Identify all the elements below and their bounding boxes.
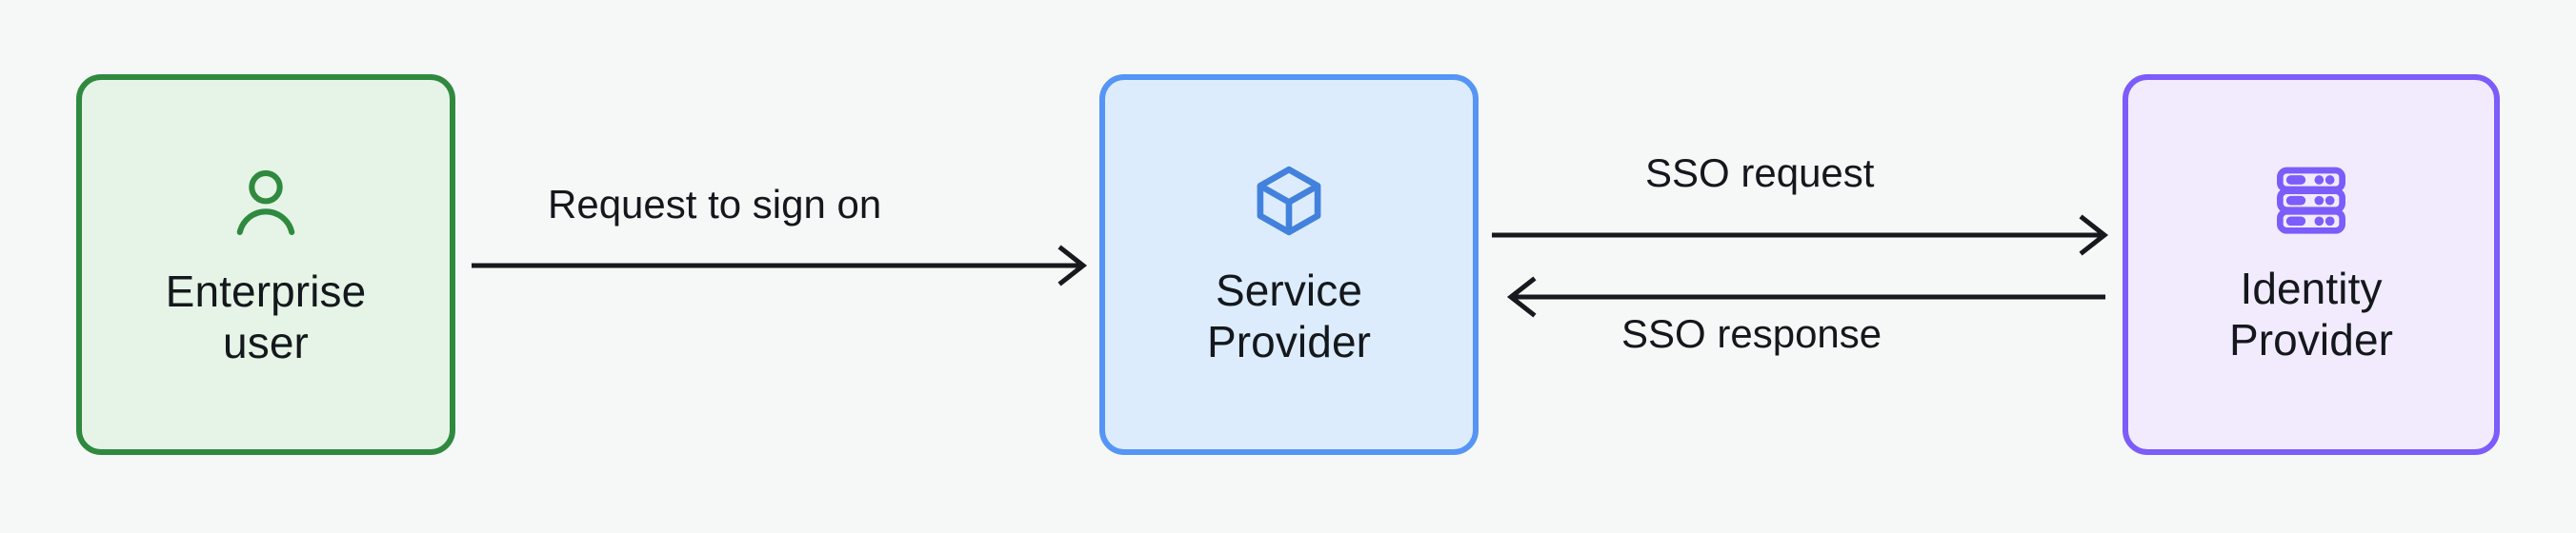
edge-sso-response [1506, 276, 2105, 318]
node-identity-provider-label: Identity Provider [2228, 264, 2394, 365]
cube-icon [1249, 161, 1329, 241]
edge-label-request-to-sign-on: Request to sign on [548, 182, 882, 227]
node-identity-provider[interactable]: Identity Provider [2123, 74, 2500, 455]
node-service-provider[interactable]: Service Provider [1099, 74, 1479, 455]
edge-sso-request [1492, 214, 2109, 256]
server-icon [2273, 163, 2349, 239]
edge-request-to-sign-on [472, 245, 1088, 286]
edge-label-sso-request: SSO request [1645, 150, 1875, 195]
node-service-provider-label: Service Provider [1206, 266, 1372, 366]
edge-label-sso-response: SSO response [1621, 311, 1882, 356]
node-enterprise-user-label: Enterprise user [165, 266, 367, 367]
node-enterprise-user[interactable]: Enterprise user [76, 74, 455, 455]
user-icon [225, 160, 307, 242]
